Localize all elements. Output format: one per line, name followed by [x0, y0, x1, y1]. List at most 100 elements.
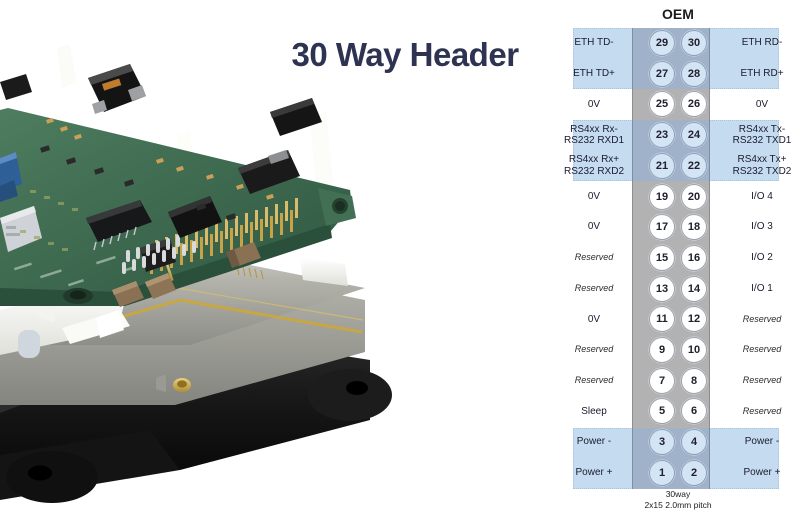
product-photo-illustration	[0, 64, 392, 503]
pin-label-right-line1: 0V	[755, 98, 769, 110]
pin-circle-even[interactable]: 10	[681, 337, 707, 363]
pin-label-left: Sleep	[556, 406, 632, 418]
pin-label-right: Power +	[724, 467, 800, 479]
pin-circle-odd[interactable]: 11	[649, 306, 675, 333]
pin-circle-even[interactable]: 2	[681, 459, 707, 486]
pin-label-right-line2: RS232 TXD2	[732, 165, 792, 177]
pin-circle-even[interactable]: 6	[681, 398, 707, 425]
pin-circle-odd[interactable]: 27	[649, 60, 675, 87]
pin-label-left-line1: ETH TD+	[573, 67, 615, 79]
pin-circle-odd[interactable]: 21	[649, 152, 675, 179]
pin-label-right: I/O 4	[724, 191, 800, 203]
pin-circle-even[interactable]: 26	[681, 91, 707, 118]
pin-circle-even[interactable]: 14	[681, 275, 707, 302]
pin-label-left-line1: Sleep	[581, 405, 607, 417]
pin-label-left: Power -	[556, 436, 632, 448]
pin-circle-odd[interactable]: 9	[649, 337, 675, 363]
pin-label-left-line1: Reserved	[574, 344, 614, 355]
pin-circle-even[interactable]: 30	[681, 30, 707, 56]
pin-label-right-line1: Reserved	[742, 374, 782, 385]
caption-line-2: 2x15 2.0mm pitch	[644, 500, 712, 510]
pin-label-right: I/O 3	[724, 221, 800, 233]
pin-circle-odd[interactable]: 29	[649, 30, 675, 56]
pin-label-left-line1: ETH TD-	[574, 37, 614, 49]
pin-label-left: Power +	[556, 467, 632, 479]
pin-label-right: RS4xx Tx-RS232 TXD1	[724, 124, 800, 147]
pin-circle-even[interactable]: 16	[681, 244, 707, 271]
pin-circle-even[interactable]: 8	[681, 367, 707, 394]
pin-label-right-line1: I/O 4	[751, 190, 773, 202]
pin-label-left: ETH TD+	[556, 68, 632, 80]
pin-circle-odd[interactable]: 15	[649, 244, 675, 271]
pin-label-left: RS4xx Rx+RS232 RXD2	[556, 154, 632, 177]
pin-label-left-line1: 0V	[587, 98, 601, 110]
pin-label-left-line1: Power -	[576, 436, 612, 448]
oem-header-label: OEM	[662, 6, 694, 22]
pin-label-left-line1: RS4xx Rx-	[570, 123, 618, 135]
pin-circle-odd[interactable]: 1	[649, 459, 675, 486]
pin-label-right: Reserved	[724, 314, 800, 326]
pin-circle-even[interactable]: 24	[681, 122, 707, 149]
pin-circle-even[interactable]: 22	[681, 152, 707, 179]
pin-circle-odd[interactable]: 19	[649, 183, 675, 210]
pin-label-right-line1: RS4xx Tx+	[737, 154, 787, 166]
pin-label-right: Reserved	[724, 406, 800, 418]
pin-circle-odd[interactable]: 7	[649, 367, 675, 394]
pin-label-left: RS4xx Rx-RS232 RXD1	[556, 124, 632, 147]
pin-circle-even[interactable]: 18	[681, 214, 707, 241]
pin-label-left: 0V	[556, 314, 632, 326]
pin-label-right: ETH RD-	[724, 37, 800, 49]
pin-label-left: Reserved	[556, 344, 632, 356]
pin-label-right-line1: RS4xx Tx-	[738, 123, 786, 135]
pin-label-right-line1: Power +	[743, 467, 781, 479]
connector-caption: 30way 2x15 2.0mm pitch	[556, 489, 800, 511]
pin-label-right: I/O 2	[724, 252, 800, 264]
pin-label-left: 0V	[556, 191, 632, 203]
pin-label-right-line1: Reserved	[742, 405, 782, 416]
pin-label-right-line1: ETH RD+	[740, 67, 784, 79]
pin-label-left-line1: Reserved	[574, 252, 614, 263]
pin-circle-odd[interactable]: 17	[649, 214, 675, 241]
pin-label-left-line1: 0V	[587, 313, 601, 325]
product-photo	[0, 64, 392, 503]
pin-circle-even[interactable]: 12	[681, 306, 707, 333]
pin-label-left-line1: 0V	[587, 221, 601, 233]
pin-circle-odd[interactable]: 5	[649, 398, 675, 425]
pin-label-left-line2: RS232 RXD2	[563, 165, 625, 177]
caption-line-1: 30way	[665, 489, 691, 499]
pin-circle-even[interactable]: 4	[681, 429, 707, 456]
pin-circle-odd[interactable]: 3	[649, 429, 675, 456]
pin-label-right-line1: I/O 1	[751, 282, 773, 294]
pin-circle-odd[interactable]: 23	[649, 122, 675, 149]
pin-label-right: Reserved	[724, 375, 800, 387]
pin-label-left: Reserved	[556, 252, 632, 264]
pin-circle-even[interactable]: 28	[681, 60, 707, 87]
pin-circle-odd[interactable]: 25	[649, 91, 675, 118]
pin-circle-odd[interactable]: 13	[649, 275, 675, 302]
pin-circle-even[interactable]: 20	[681, 183, 707, 210]
